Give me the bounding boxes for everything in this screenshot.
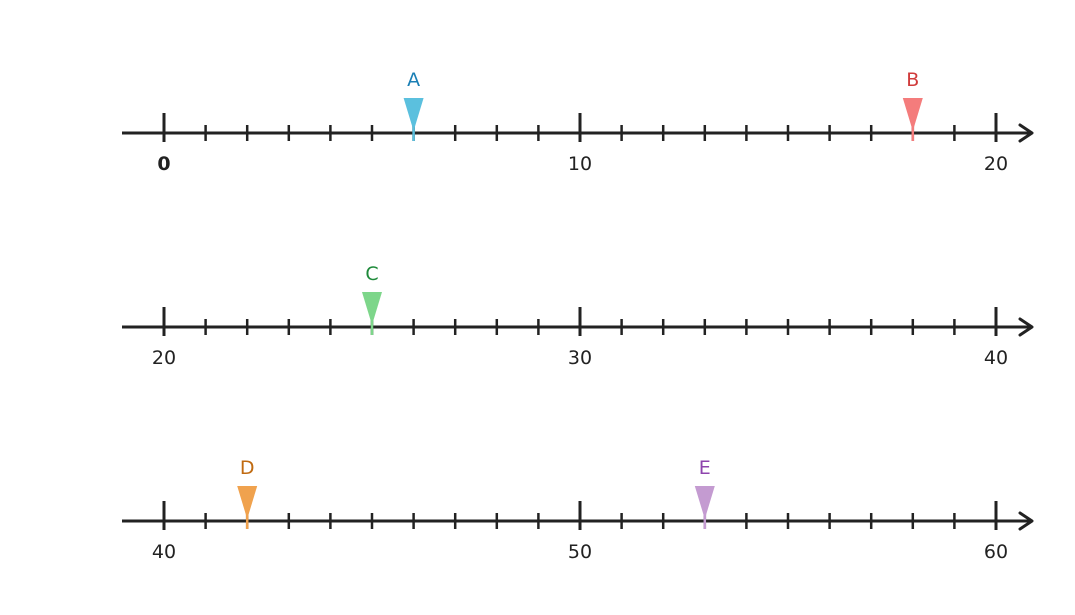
marker-triangle-icon [237,486,258,519]
marker-a: A [403,69,424,141]
tick-label: 40 [152,541,176,563]
marker-triangle-icon [902,98,923,131]
arrow-head-icon [1018,123,1034,143]
marker-label: C [365,263,378,285]
tick-label: 60 [984,541,1008,563]
marker-e: E [694,457,715,529]
marker-triangle-icon [403,98,424,131]
tick-label: 0 [157,153,170,175]
number-line-3: 40 50 60 D E [122,457,1034,563]
marker-label: B [906,69,919,91]
marker-triangle-icon [694,486,715,519]
marker-label: E [699,457,711,479]
tick-label: 30 [568,347,592,369]
tick-label: 20 [152,347,176,369]
number-line-2: 20 30 40 C [122,263,1034,369]
marker-label: D [240,457,255,479]
marker-triangle-icon [362,292,382,325]
marker-d: D [237,457,258,529]
marker-b: B [902,69,923,141]
tick-label: 10 [568,153,592,175]
arrow-head-icon [1018,511,1034,531]
tick-label: 50 [568,541,592,563]
number-line-1: 0 10 20 A B [122,69,1034,175]
arrow-head-icon [1018,317,1034,337]
tick-label: 40 [984,347,1008,369]
marker-label: A [407,69,420,91]
marker-c: C [362,263,382,335]
tick-label: 20 [984,153,1008,175]
